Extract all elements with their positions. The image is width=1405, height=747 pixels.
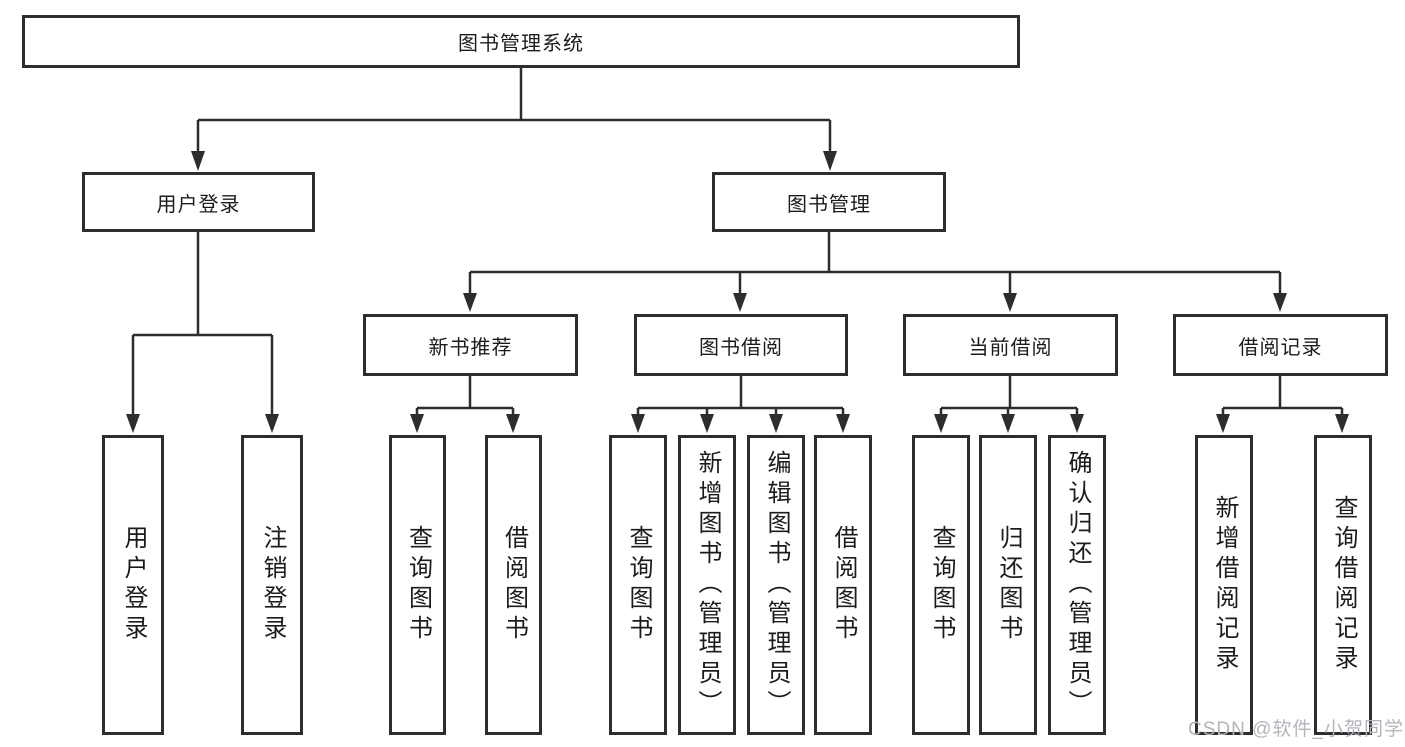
leaf-query-books-current: 查询图书 bbox=[912, 435, 970, 735]
leaf-logout: 注销登录 bbox=[241, 435, 303, 735]
leaf-add-borrow-record: 新增借阅记录 bbox=[1195, 435, 1253, 735]
node-current-borrow: 当前借阅 bbox=[903, 314, 1118, 376]
leaf-return-books: 归还图书 bbox=[979, 435, 1037, 735]
node-book-borrow: 图书借阅 bbox=[634, 314, 848, 376]
leaf-confirm-return-admin: 确认归还（管理员） bbox=[1048, 435, 1106, 735]
node-borrow-records: 借阅记录 bbox=[1173, 314, 1388, 376]
leaf-borrow-books-recommend: 借阅图书 bbox=[485, 435, 542, 735]
csdn-watermark: CSDN @软件_小贺同学 bbox=[1188, 719, 1404, 740]
node-library-management-system: 图书管理系统 bbox=[22, 15, 1020, 68]
leaf-edit-books-admin: 编辑图书（管理员） bbox=[747, 435, 805, 735]
leaf-user-login: 用户登录 bbox=[102, 435, 164, 735]
node-user-login: 用户登录 bbox=[82, 172, 315, 232]
leaf-borrow-books: 借阅图书 bbox=[814, 435, 872, 735]
node-book-management: 图书管理 bbox=[712, 172, 946, 232]
leaf-query-books-borrow: 查询图书 bbox=[609, 435, 667, 735]
leaf-add-books-admin: 新增图书（管理员） bbox=[678, 435, 736, 735]
leaf-query-books-recommend: 查询图书 bbox=[389, 435, 446, 735]
node-new-book-recommend: 新书推荐 bbox=[363, 314, 578, 376]
leaf-query-borrow-record: 查询借阅记录 bbox=[1314, 435, 1372, 735]
